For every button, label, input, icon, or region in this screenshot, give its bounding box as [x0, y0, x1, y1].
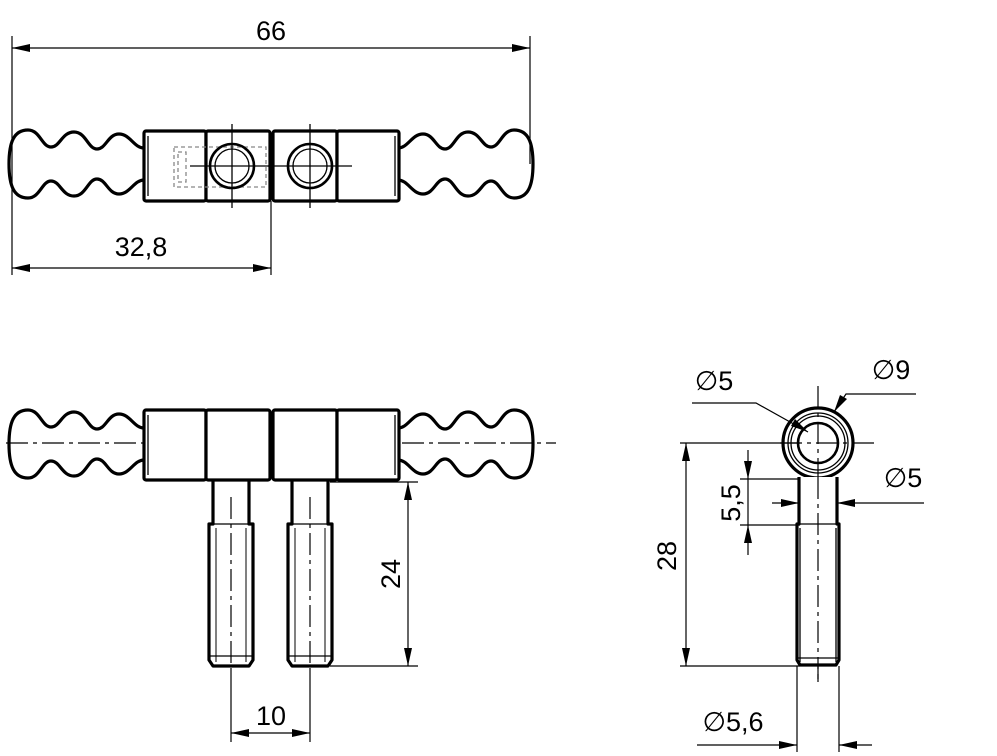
- dim-pin-spacing: 10: [256, 701, 286, 731]
- dim-overall-length: 66: [256, 16, 286, 46]
- top-left-grip: [7, 128, 146, 200]
- dim-bore-diameter: ∅5: [695, 366, 734, 396]
- top-view: 66 32,8: [7, 16, 535, 275]
- top-right-grip: [396, 128, 535, 200]
- dim-outer-diameter: ∅9: [872, 355, 911, 385]
- front-left-grip: [7, 408, 146, 480]
- screw-head-left: [190, 124, 274, 208]
- dim-pin-length: 24: [376, 559, 406, 589]
- dim-neck-diameter: ∅5: [884, 463, 923, 493]
- side-view: 28 5,5 ∅5 ∅9 ∅5 ∅5,6: [652, 355, 924, 752]
- front-right-grip: [396, 408, 535, 480]
- screw-head-right: [268, 124, 352, 208]
- dim-neck-length: 5,5: [716, 484, 746, 522]
- dim-thread-diameter: ∅5,6: [702, 707, 763, 737]
- dim-half-length: 32,8: [115, 232, 168, 262]
- dim-total-height: 28: [652, 541, 682, 571]
- front-view: 24 10: [6, 408, 556, 742]
